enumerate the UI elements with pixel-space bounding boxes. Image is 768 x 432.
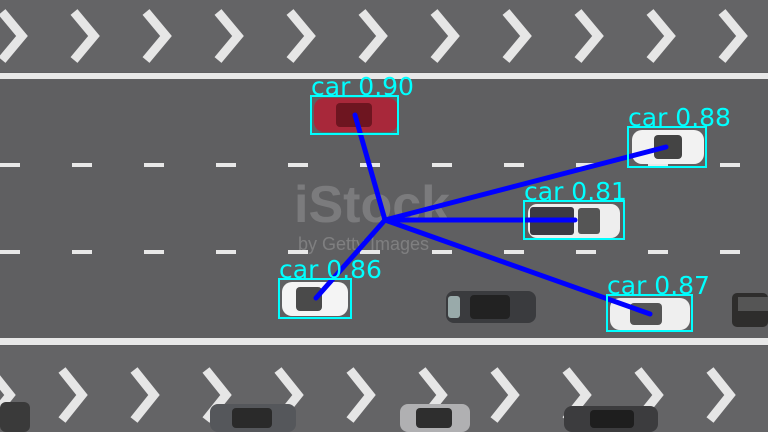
car-unlabeled-3 — [210, 404, 296, 432]
lane-dash — [648, 163, 668, 167]
lane-dash — [0, 163, 20, 167]
detection-label-1: car 0.90 — [311, 72, 414, 101]
link-line-2 — [382, 144, 669, 223]
chevron-mark — [502, 9, 532, 63]
lane-dash — [72, 250, 92, 254]
chevron-mark — [70, 9, 100, 63]
chevron-mark — [430, 9, 460, 63]
chevron-mark — [646, 9, 676, 63]
detection-label-2: car 0.88 — [628, 103, 731, 132]
car-unlabeled-6 — [0, 402, 30, 432]
detection-label-5: car 0.87 — [607, 271, 710, 300]
chevron-mark — [286, 9, 316, 63]
detection-box-5 — [606, 294, 693, 332]
chevron-mark — [142, 9, 172, 63]
lane-dash — [216, 163, 236, 167]
chevron-mark — [58, 367, 88, 423]
lane-dash — [144, 250, 164, 254]
chevron-mark — [358, 9, 388, 63]
lane-dash — [144, 163, 164, 167]
lane-dash — [360, 250, 380, 254]
lane-dash — [216, 250, 236, 254]
link-lines — [313, 112, 669, 317]
lane-dash — [576, 250, 596, 254]
link-line-1 — [352, 112, 388, 223]
lane-dash — [720, 163, 740, 167]
chevron-mark — [130, 367, 160, 423]
lane-dash — [72, 163, 92, 167]
lane-dash — [0, 250, 20, 254]
car-unlabeled-4 — [400, 404, 470, 432]
lane-dash — [648, 250, 668, 254]
link-line-4 — [313, 217, 388, 301]
chevron-mark — [490, 367, 520, 423]
chevron-mark — [0, 375, 16, 415]
edge-line-top — [0, 73, 768, 79]
lane-dash — [432, 250, 452, 254]
detection-box-1 — [310, 95, 399, 135]
car-unlabeled-2 — [732, 293, 768, 327]
car-unlabeled-5 — [564, 406, 658, 432]
edge-line-bottom — [0, 338, 768, 345]
lane-dash — [504, 250, 524, 254]
chevron-mark — [346, 367, 376, 423]
chevron-mark — [0, 9, 28, 63]
chevron-mark — [574, 9, 604, 63]
chevron-mark — [718, 9, 748, 63]
detection-box-2 — [627, 126, 707, 168]
detection-box-3 — [523, 200, 625, 240]
chevron-markings-top — [0, 9, 748, 63]
link-line-5 — [382, 217, 653, 317]
detection-label-3: car 0.81 — [524, 177, 627, 206]
lane-dash — [576, 163, 596, 167]
lane-dash — [720, 250, 740, 254]
car-unlabeled-1 — [446, 291, 536, 323]
chevron-mark — [214, 9, 244, 63]
lane-dash — [432, 163, 452, 167]
lane-dash — [288, 250, 308, 254]
lane-dash — [288, 163, 308, 167]
detection-label-4: car 0.86 — [279, 255, 382, 284]
lane-dash — [504, 163, 524, 167]
detection-box-4 — [278, 278, 352, 319]
chevron-mark — [706, 367, 736, 423]
watermark-brand: iStock — [294, 176, 450, 234]
